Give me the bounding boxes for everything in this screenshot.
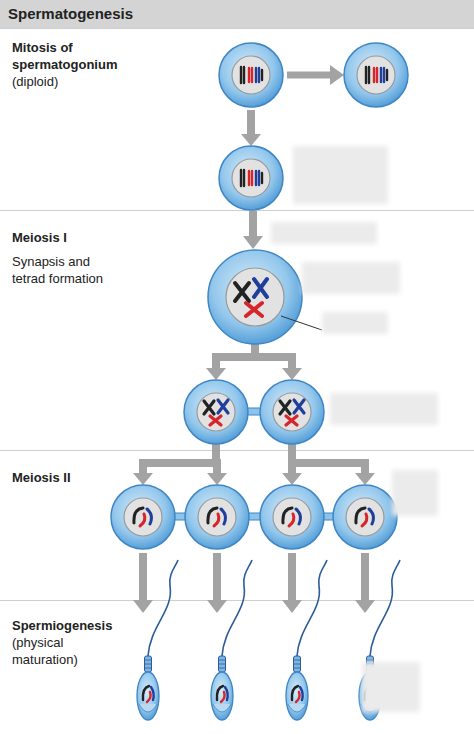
secondary-spermatocytes [184, 380, 324, 444]
stage-band: Meiosis I Synapsis and tetrad formation [0, 210, 474, 450]
sperm-cells [137, 560, 400, 720]
hidden-label-boxes [271, 146, 438, 712]
stage-note: (diploid) [12, 73, 162, 90]
stage-heading: Mitosis of spermatogonium [12, 39, 162, 73]
stage-note: (physical maturation) [12, 634, 122, 668]
leader-line [281, 316, 322, 330]
spermatids [111, 485, 397, 549]
primary-spermatocyte [208, 250, 302, 344]
title-bar: Spermatogenesis [0, 0, 474, 28]
stage-note: Synapsis and tetrad formation [12, 253, 124, 287]
process-arrows [133, 65, 375, 613]
cytoplasmic-bridges [172, 408, 336, 520]
diagram-title: Spermatogenesis [8, 5, 133, 22]
stage-heading: Spermiogenesis [12, 617, 122, 634]
spermatogonium-cells [219, 43, 408, 210]
stage-heading: Meiosis I [12, 229, 124, 246]
stage-band: Mitosis of spermatogonium(diploid) [0, 28, 474, 210]
stage-band: Meiosis II [0, 450, 474, 600]
stage-band: Spermiogenesis(physical maturation) [0, 600, 474, 734]
stage-heading: Meiosis II [12, 469, 124, 486]
